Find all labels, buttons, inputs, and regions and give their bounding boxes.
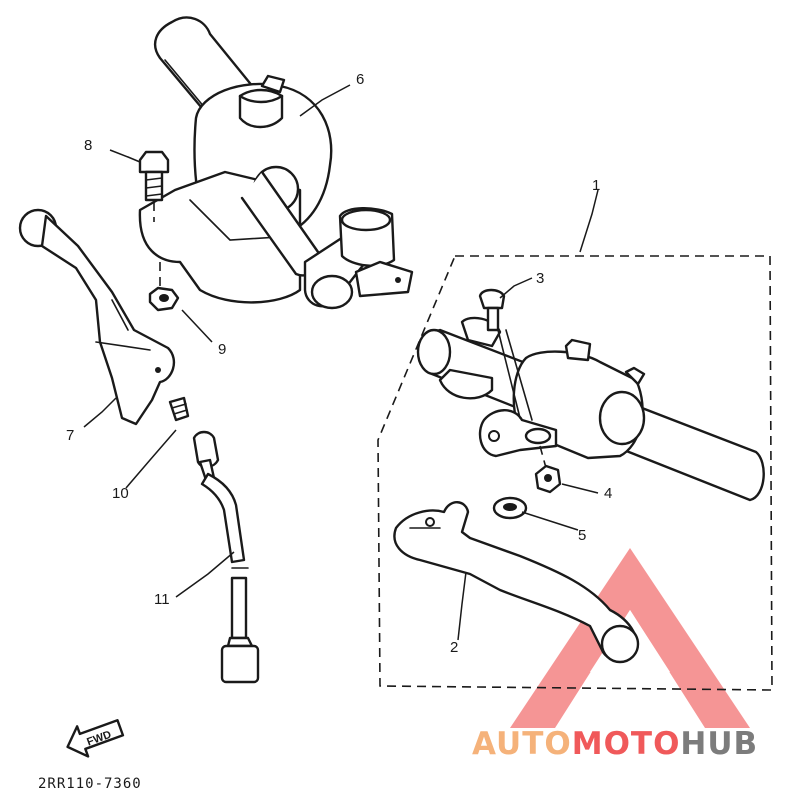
callout-1: 1	[592, 177, 600, 194]
fwd-arrow-icon: FWD	[66, 719, 125, 758]
cable-11	[192, 430, 260, 684]
watermark-part-auto: AUTO	[472, 726, 572, 762]
throttle-housing	[138, 16, 414, 310]
callout-labels: 1 2 3 4 5 6 7 8 9 10 11	[66, 71, 612, 656]
leader-lines	[83, 84, 599, 641]
lever-7	[18, 208, 176, 426]
washer-5	[492, 496, 528, 520]
bolt-8	[138, 150, 170, 222]
bolt-3	[478, 288, 533, 421]
nut-4	[534, 445, 562, 494]
watermark-part-moto: MOTO	[572, 726, 681, 762]
lever-2	[393, 501, 640, 664]
callout-4: 4	[604, 485, 612, 502]
drawing-code: 2RR110-7360	[38, 776, 142, 792]
watermark-text: AUTOMOTOHUB	[472, 726, 758, 762]
callout-2: 2	[450, 639, 458, 656]
callout-10: 10	[112, 485, 129, 502]
callout-6: 6	[356, 71, 364, 88]
lever-holder	[416, 316, 765, 502]
callout-11: 11	[154, 591, 170, 608]
callout-5: 5	[578, 527, 586, 544]
callout-3: 3	[536, 270, 544, 287]
nut-9	[148, 262, 180, 312]
callout-8: 8	[84, 137, 92, 154]
assembly-1-outline	[377, 255, 773, 691]
watermark-part-hub: HUB	[680, 726, 758, 762]
callout-9: 9	[218, 341, 226, 358]
callout-7: 7	[66, 427, 74, 444]
bolt-10	[168, 396, 190, 422]
